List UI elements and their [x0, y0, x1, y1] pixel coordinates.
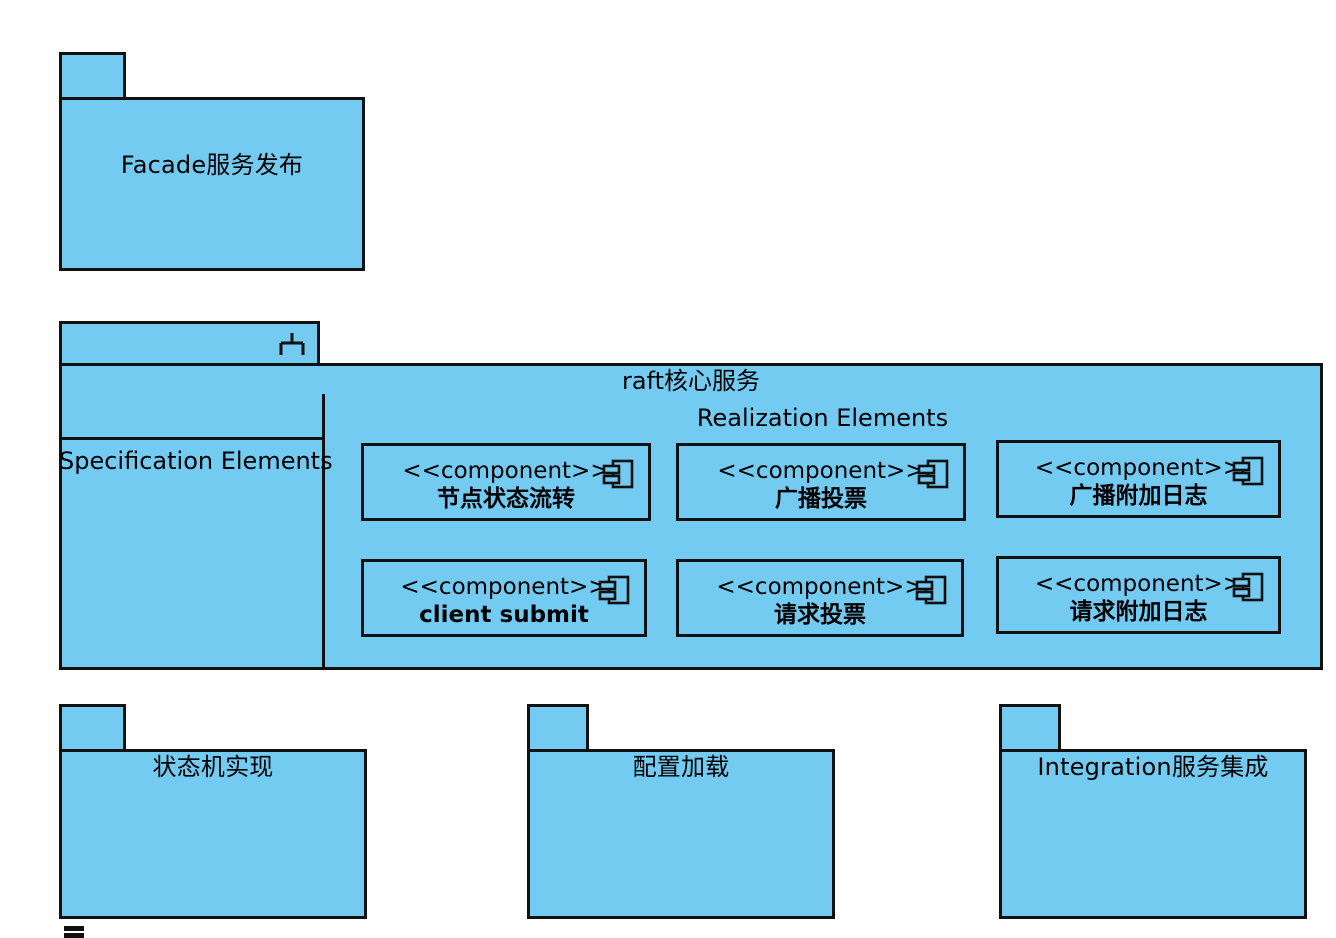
component-stereotype: <<component>>	[716, 574, 924, 600]
package-tab	[59, 704, 126, 752]
specification-compartment-divider	[59, 437, 323, 440]
component-stereotype: <<component>>	[717, 458, 925, 484]
package-config-load[interactable]: 配置加载	[527, 704, 835, 919]
component-icon	[915, 575, 947, 605]
realization-elements-label: Realization Elements	[696, 404, 949, 432]
package-tab	[59, 52, 126, 100]
subsystem-section-divider	[322, 394, 325, 670]
package-body	[527, 749, 835, 919]
component-box[interactable]: <<component>> 请求附加日志	[996, 556, 1281, 634]
subsystem-title: raft核心服务	[621, 367, 760, 395]
component-stereotype: <<component>>	[1034, 571, 1243, 597]
package-state-machine[interactable]: 状态机实现	[59, 704, 367, 919]
clipped-component-icon	[64, 926, 84, 938]
component-icon	[602, 459, 634, 489]
component-icon	[1232, 456, 1264, 486]
component-box[interactable]: <<component>> client submit	[361, 559, 647, 637]
component-stereotype: <<component>>	[1034, 455, 1243, 481]
package-integration-label: Integration服务集成	[1037, 753, 1269, 781]
component-icon	[598, 575, 630, 605]
component-name: client submit	[419, 602, 589, 628]
package-body	[59, 749, 367, 919]
package-body	[59, 97, 365, 271]
component-box[interactable]: <<component>> 广播投票	[676, 443, 966, 521]
component-icon	[1232, 572, 1264, 602]
component-box[interactable]: <<component>> 广播附加日志	[996, 440, 1281, 518]
package-facade-label: Facade服务发布	[120, 151, 304, 179]
component-name: 广播附加日志	[1069, 483, 1208, 509]
component-name: 请求附加日志	[1069, 599, 1208, 625]
package-config-load-label: 配置加载	[632, 753, 730, 781]
component-box[interactable]: <<component>> 节点状态流转	[361, 443, 651, 521]
component-name: 节点状态流转	[437, 486, 575, 512]
package-body	[999, 749, 1307, 919]
package-state-machine-label: 状态机实现	[152, 753, 274, 781]
component-icon	[917, 459, 949, 489]
component-box[interactable]: <<component>> 请求投票	[676, 559, 964, 637]
package-integration[interactable]: Integration服务集成	[999, 704, 1307, 919]
package-tab	[999, 704, 1061, 752]
specification-elements-label: Specification Elements	[59, 447, 333, 475]
component-name: 请求投票	[774, 602, 866, 628]
package-tab	[527, 704, 589, 752]
component-stereotype: <<component>>	[402, 458, 610, 484]
component-stereotype: <<component>>	[400, 574, 608, 600]
component-name: 广播投票	[775, 486, 867, 512]
subsystem-fork-icon	[279, 333, 305, 355]
package-facade[interactable]: Facade服务发布	[59, 52, 365, 271]
